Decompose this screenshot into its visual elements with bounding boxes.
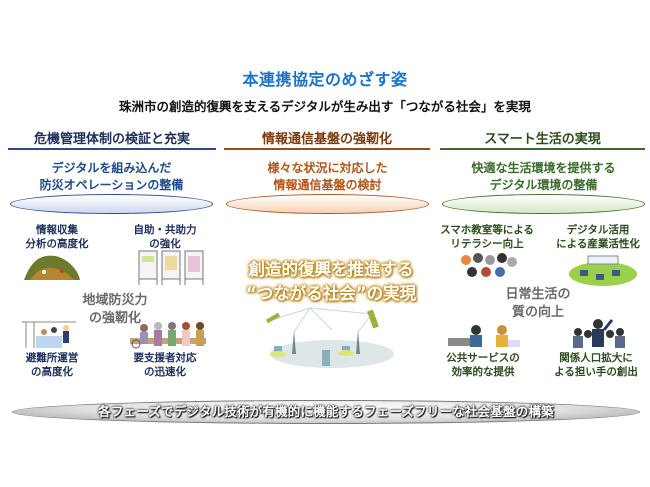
item-info-analysis: 情報収集 分析の高度化	[25, 224, 89, 250]
goal-disaster-operations: デジタルを組み込んだ 防災オペレーションの整備	[10, 160, 213, 194]
evacuation-shelter-illustration-icon	[22, 321, 76, 348]
column-heading-crisis-management: 危機管理体制の検証と充実	[8, 128, 216, 150]
goal-line: 防災オペレーションの整備	[39, 178, 184, 192]
item-workforce-creation: 関係人口拡大に よる担い手の創出	[554, 352, 638, 378]
center-label-disaster-resilience: 地域防災力 の強靭化	[82, 293, 148, 326]
goal-oval-orange	[226, 194, 429, 214]
foundation-statement: 各フェーズでデジタル技術が有機的に機能するフェーズフリーな社会基盤の構築	[98, 404, 554, 419]
goal-line: 快適な生活環境を提供する	[471, 161, 616, 175]
item-self-mutual-help: 自助・共助力 の強化	[133, 224, 197, 250]
item-digital-industry: デジタル活用 による産業活性化	[556, 224, 640, 250]
center-label-life-quality: 日常生活の 質の向上	[505, 287, 571, 320]
goal-oval-blue	[10, 194, 213, 214]
diagram-title: 本連携協定のめざす姿	[242, 70, 408, 89]
info-boards-illustration-icon	[138, 250, 204, 285]
goal-line: 情報通信基盤の検討	[273, 178, 382, 192]
item-smartphone-literacy: スマホ教室等による リテラシー向上	[440, 224, 534, 250]
item-support-response: 要支援者対応 の迅速化	[133, 352, 197, 378]
goal-digital-environment: 快適な生活環境を提供する デジタル環境の整備	[442, 160, 645, 194]
goal-ict-study: 様々な状況に対応した 情報通信基盤の検討	[226, 160, 429, 194]
landslide-illustration-icon	[24, 255, 80, 280]
goal-line: 様々な状況に対応した	[267, 161, 388, 175]
item-public-service: 公共サービスの 効率的な提供	[446, 352, 520, 378]
column-heading-smart-life: スマート生活の実現	[440, 128, 645, 150]
item-shelter-management: 避難所運営 の高度化	[25, 352, 79, 378]
goal-line: デジタル環境の整備	[489, 178, 598, 192]
hero-statement: 創造的復興を推進する “つながる社会”の実現	[245, 260, 417, 303]
network-satellite-illustration-icon	[265, 307, 394, 368]
diagram-subtitle: 珠洲市の創造的復興を支えるデジタルが生み出す「つながる社会」を実現	[119, 99, 531, 114]
goal-oval-green	[442, 194, 645, 214]
smartphone-class-illustration-icon	[461, 253, 517, 277]
public-service-illustration-icon	[448, 325, 520, 347]
workforce-illustration-icon	[573, 319, 625, 348]
goal-line: デジタルを組み込んだ	[51, 161, 172, 175]
people-in-need-illustration-icon	[130, 322, 206, 349]
digital-industry-illustration-icon	[569, 255, 637, 286]
foundation-oval	[12, 400, 640, 424]
column-heading-ict-infrastructure: 情報通信基盤の強靭化	[224, 128, 430, 150]
